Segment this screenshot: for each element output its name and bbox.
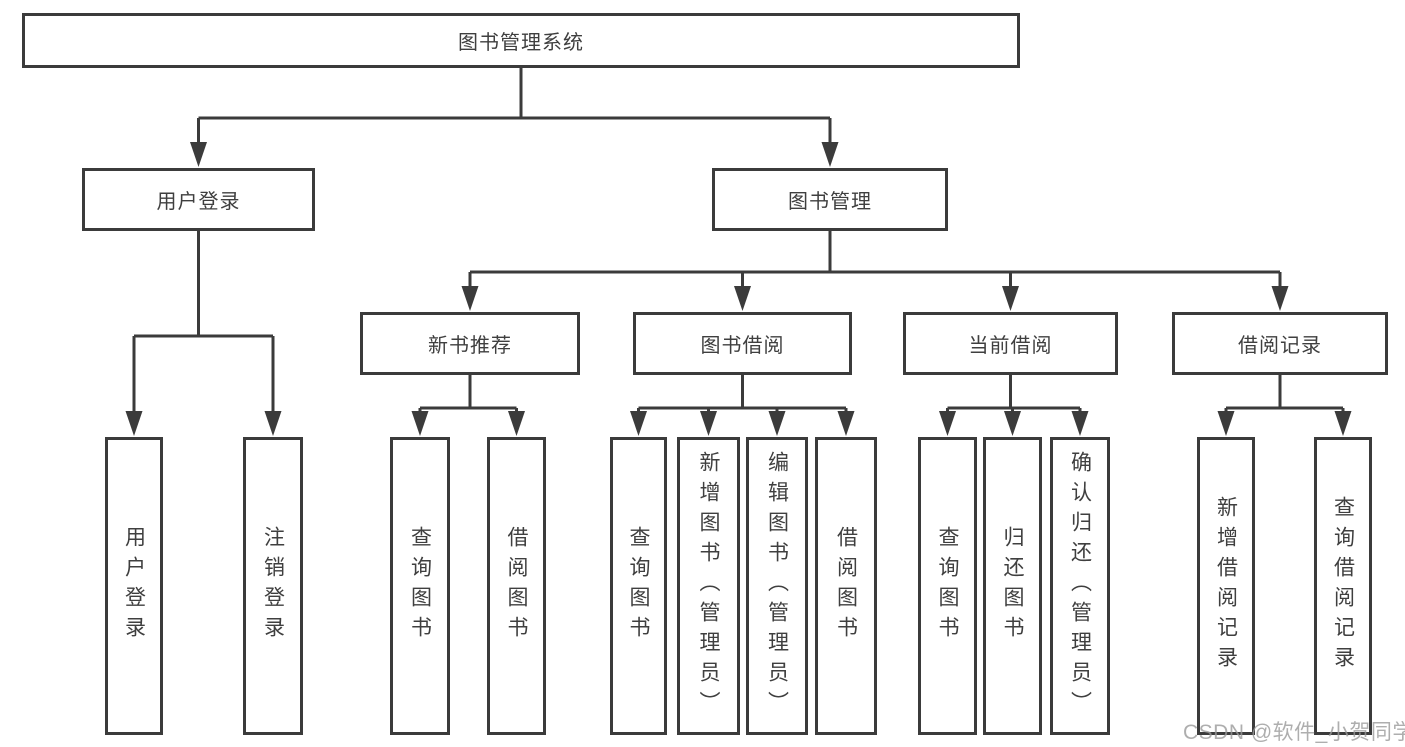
node-leaf-bb-query-books: 查询图书 xyxy=(610,437,667,735)
node-label: 编辑图书（管理员） xyxy=(765,451,789,721)
node-label: 新书推荐 xyxy=(428,335,512,357)
node-label: 注销登录 xyxy=(261,526,285,646)
node-current-borrowing: 当前借阅 xyxy=(903,312,1118,375)
node-leaf-bb-add-books-admin: 新增图书（管理员） xyxy=(677,437,740,735)
node-leaf-cb-return-books: 归还图书 xyxy=(983,437,1042,735)
node-leaf-rec-borrow-books: 借阅图书 xyxy=(487,437,546,735)
node-label: 借阅图书 xyxy=(834,526,858,646)
node-label: 查询图书 xyxy=(408,526,432,646)
csdn-watermark: CSDN @软件_小贺同学 xyxy=(1183,721,1405,744)
node-label: 借阅图书 xyxy=(505,526,528,646)
node-label: 查询借阅记录 xyxy=(1331,496,1355,676)
node-leaf-rec-query-books: 查询图书 xyxy=(390,437,450,735)
node-leaf-bb-borrow-books: 借阅图书 xyxy=(815,437,877,735)
node-new-book-recommendation: 新书推荐 xyxy=(360,312,580,375)
node-label: 新增借阅记录 xyxy=(1214,496,1238,676)
node-borrowing-records: 借阅记录 xyxy=(1172,312,1388,375)
node-book-borrowing: 图书借阅 xyxy=(633,312,852,375)
node-library-management-system: 图书管理系统 xyxy=(22,13,1020,68)
node-leaf-user-login: 用户登录 xyxy=(105,437,163,735)
node-leaf-logout: 注销登录 xyxy=(243,437,303,735)
node-book-management: 图书管理 xyxy=(712,168,948,231)
node-label: 当前借阅 xyxy=(968,335,1053,357)
node-label: 图书管理系统 xyxy=(458,32,584,54)
node-label: 用户登录 xyxy=(156,191,241,213)
node-leaf-br-query-record: 查询借阅记录 xyxy=(1314,437,1372,735)
node-label: 新增图书（管理员） xyxy=(697,451,720,721)
node-label: 图书借阅 xyxy=(700,335,785,357)
node-leaf-br-add-record: 新增借阅记录 xyxy=(1197,437,1255,735)
node-label: 借阅记录 xyxy=(1238,335,1322,357)
node-label: 用户登录 xyxy=(122,526,146,646)
node-label: 查询图书 xyxy=(627,526,650,646)
node-label: 图书管理 xyxy=(788,191,872,213)
node-leaf-cb-confirm-return-admin: 确认归还（管理员） xyxy=(1050,437,1110,735)
node-user-login: 用户登录 xyxy=(82,168,315,231)
node-label: 查询图书 xyxy=(936,526,959,646)
node-label: 确认归还（管理员） xyxy=(1068,451,1092,721)
node-label: 归还图书 xyxy=(1001,526,1024,646)
node-leaf-bb-edit-books-admin: 编辑图书（管理员） xyxy=(746,437,808,735)
node-leaf-cb-query-books: 查询图书 xyxy=(918,437,977,735)
